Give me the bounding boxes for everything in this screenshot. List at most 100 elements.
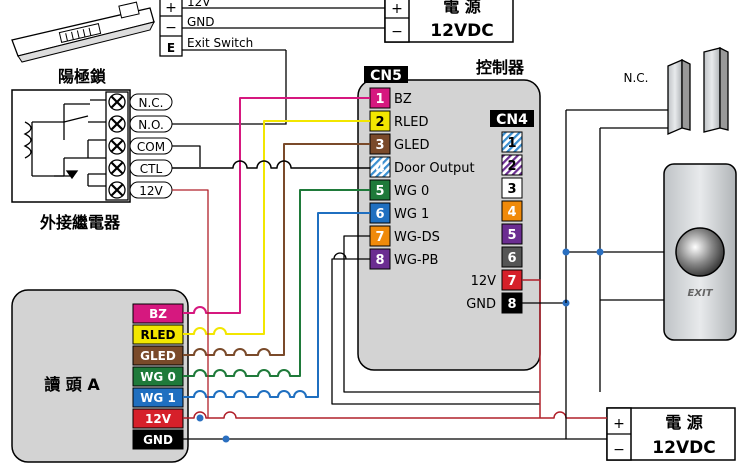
wire-cn4-12v [522,279,541,418]
lock-icon [11,1,155,63]
terminal-12v-label: 12V [187,0,211,9]
top-terminal-block: + − E 12V GND Exit Switch [159,0,385,57]
relay-coil-icon [23,99,108,187]
exit-button-knob-icon [675,227,725,277]
cn5-pin-number: 3 [375,138,384,153]
cn4-pin-label: GND [466,297,496,312]
magnetic-contact-icon [667,46,729,135]
cn5-pin-label: WG-DS [394,230,440,245]
cn4-pin-3 [501,177,523,199]
cn4-header: CN4 [496,112,528,128]
reader-wire-labels: BZ RLED GLED WG 0 WG 1 12V GND [132,303,184,450]
cn5-connector: 1 BZ 2 RLED 3 GLED 4 Door Output 5 WG 0 6 WG 1 7 WG-D… [369,87,475,270]
reader-wire-label: WG 1 [140,391,176,405]
exit-button-label: EXIT [687,288,713,299]
psu-top-voltage: 12VDC [430,21,493,41]
lock-title: 陽極鎖 [58,67,107,86]
cn5-pin-number: 2 [375,115,384,130]
cn4-pin-number: 7 [507,274,516,289]
cn5-pin-label: RLED [394,115,429,130]
cn4-connector: 1 2 3 4 5 6 7 12V 8 GND [466,131,523,314]
cn5-pin-label: BZ [394,92,412,107]
psu-top-title: 電 源 [443,0,481,16]
cn5-pin-label: GLED [394,138,430,153]
cn5-pin-label: WG 0 [394,184,429,199]
reader-wire-label: GND [143,433,173,447]
external-relay: N.C. N.O. COM CTL 12V 外接繼電器 [11,89,173,232]
psu-top: + − 電 源 12VDC [384,0,514,43]
psu-bottom-plus: + [613,416,625,432]
cn4-pin-6 [501,246,523,268]
cn5-pin-number: 8 [375,253,384,268]
relay-terminal-labels: N.C. N.O. COM CTL 12V [129,93,173,199]
wire-wg0 [183,189,370,377]
psu-bottom: + − 電 源 12VDC [606,407,736,461]
wire-relay-12v [172,189,209,418]
reader-wire-label: WG 0 [140,370,176,384]
terminal-gnd-label: GND [187,15,215,29]
wire-gled [183,143,370,356]
cn4-pin-label: 12V [471,274,497,289]
relay-title: 外接繼電器 [39,213,121,232]
cn5-pin-number: 4 [375,161,384,176]
psu-bottom-minus: − [613,442,625,458]
relay-12v-label: 12V [139,184,163,198]
cn5-header: CN5 [370,68,402,84]
junction-dot [562,248,570,256]
terminal-e-symbol: E [167,41,175,55]
terminal-exit-switch-label: Exit Switch [187,36,253,50]
cn5-pin-number: 1 [375,92,384,107]
wire-wg1 [183,212,370,398]
terminal-minus-symbol: − [165,20,177,36]
cn5-pin-label: WG-PB [394,253,438,268]
relay-ctl-label: CTL [140,162,163,176]
exit-button: EXIT [663,163,737,341]
cn5-pin-number: 7 [375,230,384,245]
door-sensor-label: N.C. [624,71,649,85]
relay-screw-terminals [105,91,129,201]
cn4-pin-number: 6 [507,251,516,266]
cn5-pin-number: 5 [375,184,384,199]
wire-com [172,145,201,167]
terminal-plus-symbol: + [165,0,177,16]
junction-dot [196,414,204,422]
psu-bottom-voltage: 12VDC [652,438,715,458]
cn4-pin-4 [501,200,523,222]
reader-wire-label: GLED [140,349,176,363]
relay-com-label: COM [137,140,165,154]
cn4-pin-number: 2 [507,159,516,174]
controller-title: 控制器 [476,58,525,77]
psu-top-plus: + [391,1,403,17]
reader-wire-label: BZ [149,307,167,321]
cn4-pin-number: 1 [507,136,516,151]
door-sensor: N.C. [624,46,729,135]
electric-bolt-lock: 陽極鎖 [11,1,155,86]
cn4-pin-5 [501,223,523,245]
junction-dot [596,248,604,256]
relay-nc-label: N.C. [139,96,164,110]
psu-bottom-title: 電 源 [665,413,703,432]
cn4-pin-1 [501,131,523,153]
cn5-pin-4 [369,156,391,178]
reader-wire-label: RLED [140,328,175,342]
wiring [172,97,668,443]
cn5-pin-label: Door Output [394,161,475,176]
cn4-pin-number: 5 [507,228,516,243]
wire-wg-pb [331,252,540,405]
wire-rled [183,120,370,335]
reader-title: 讀 頭 A [44,375,100,394]
wire-12v [183,411,607,419]
cn4-pin-number: 8 [507,297,516,312]
cn4-pin-2 [501,154,523,176]
cn5-pin-label: WG 1 [394,207,429,222]
junction-dot [222,435,230,443]
cn4-pin-number: 3 [507,182,516,197]
psu-top-minus: − [391,24,403,40]
wire-ctl [172,160,370,169]
cn5-pin-number: 6 [375,207,384,222]
cn4-pin-number: 4 [507,205,516,220]
reader-wire-label: 12V [145,412,172,426]
